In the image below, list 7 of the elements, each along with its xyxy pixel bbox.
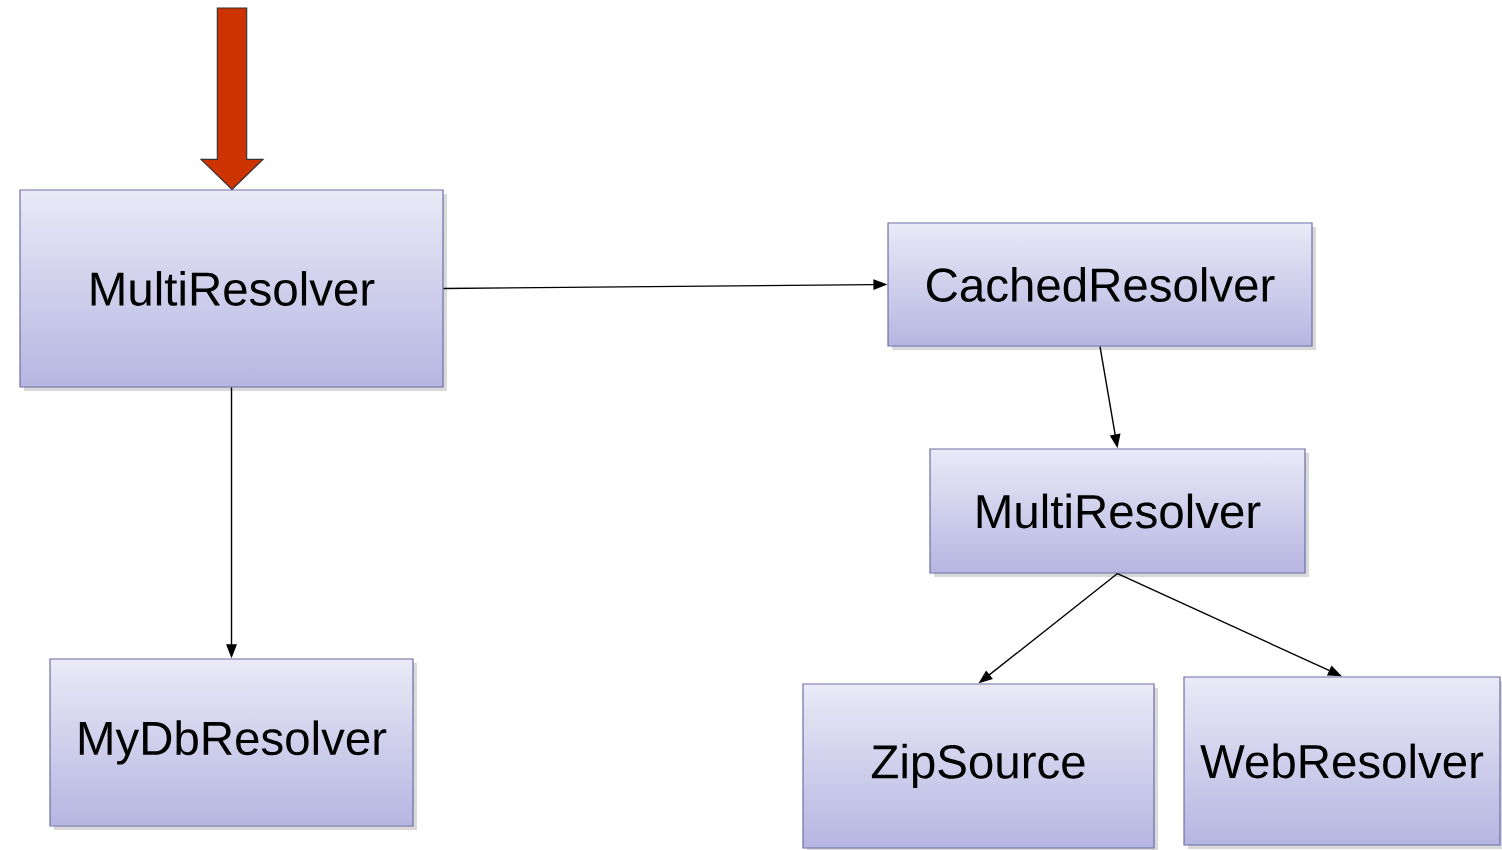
process-box: WebResolver	[1183, 676, 1502, 849]
process-box: MultiResolver	[929, 448, 1309, 577]
process-box: CachedResolver	[887, 222, 1316, 350]
block-arrow	[199, 7, 265, 191]
process-box: ZipSource	[802, 683, 1158, 850]
process-box: MultiResolver	[19, 189, 447, 391]
process-box: MyDbResolver	[49, 658, 417, 830]
